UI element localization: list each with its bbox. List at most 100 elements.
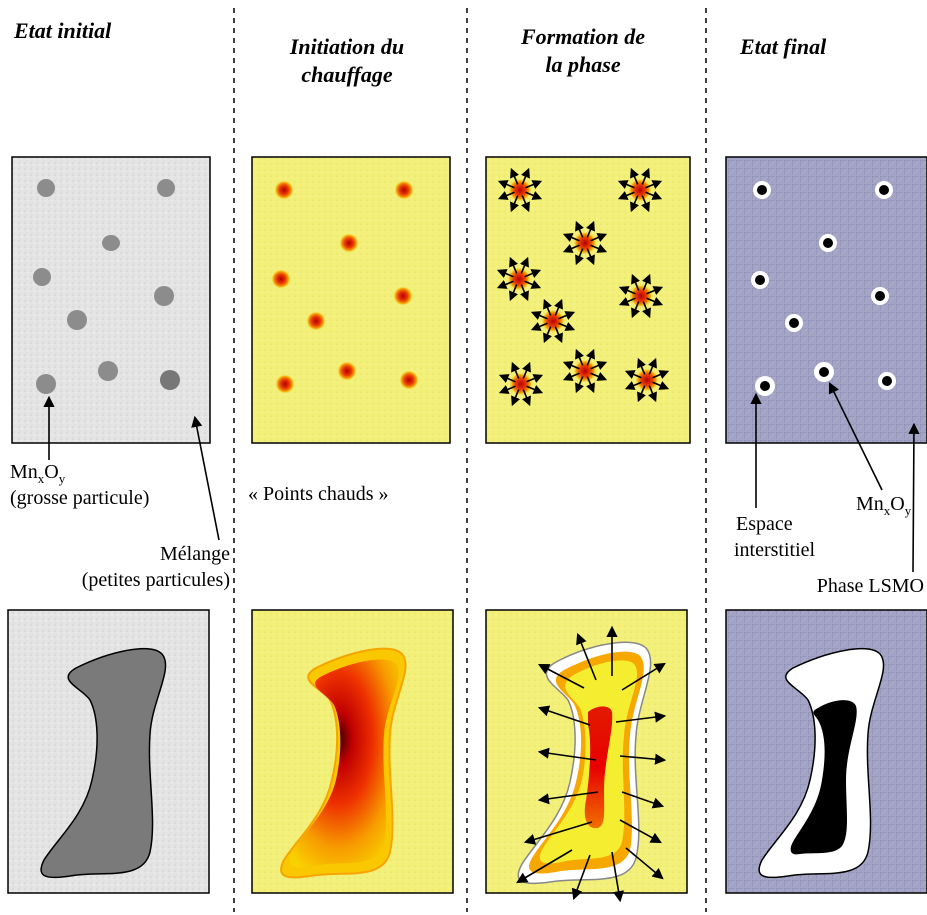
radiating-arrow [522,361,531,379]
label-petites-particules: (petites particules) [81,569,230,591]
radiating-arrow [554,326,563,344]
radiating-arrow [631,301,640,319]
radiating-arrow [526,385,544,394]
header-initiation-line1: Initiation du [289,34,405,59]
outward-arrow [615,711,667,723]
radiating-arrow [525,191,543,200]
outward-arrow [571,854,591,901]
radiating-arrow [652,381,670,390]
growing-spot [635,368,659,392]
outward-arrow [611,851,625,903]
radiating-arrow [522,389,531,407]
radiating-arrow [510,195,519,213]
radiating-arrow [520,256,529,274]
outward-arrow [538,663,585,689]
radiating-arrow [646,297,664,306]
radiating-arrow [543,326,552,344]
radiating-arrow [645,191,663,200]
radiating-arrow [496,280,514,289]
radiating-arrow [498,385,516,394]
panel-heating-bottom [251,609,454,894]
radiating-arrow [630,195,639,213]
radiating-arrow [526,374,544,383]
radiating-arrow [562,372,580,381]
outward-arrow [619,819,662,844]
radiating-arrow [586,220,595,238]
radiating-arrow [642,273,651,291]
radiating-arrow [648,357,657,375]
radiating-arrow [637,357,646,375]
radiating-arrow [631,273,640,291]
label-espace: Espace [736,513,793,535]
panel-formation-top [485,156,691,444]
radiating-arrow [497,191,515,200]
radiating-arrow [510,167,519,185]
radiating-arrow [543,298,552,316]
radiating-arrow [530,322,548,331]
radiating-arrow [642,301,651,319]
outward-arrows [516,625,667,903]
radiating-arrow [590,233,608,242]
radiating-arrow [590,361,608,370]
label-points-chauds: « Points chauds » [248,483,389,505]
radiating-arrow [648,385,657,403]
label-phase-lsmo: Phase LSMO [816,575,924,597]
outward-arrow [621,662,666,691]
radiating-arrow [562,233,580,242]
radiating-arrow [498,374,516,383]
outward-arrow [537,747,597,761]
radiating-arrow [525,180,543,189]
radiating-arrow [618,297,636,306]
radiating-arrow [521,195,530,213]
radiating-arrow [641,167,650,185]
radiating-arrow [645,180,663,189]
label-melange: Mélange [160,543,230,565]
radiating-arrow [558,311,576,320]
outward-arrow [619,753,667,765]
growing-spots [496,167,670,407]
radiating-arrow [554,298,563,316]
radiating-arrow [590,372,608,381]
header-initiation-line2: chauffage [301,62,393,87]
header-formation-line1: Formation de [520,24,646,49]
label-grosse-particule: (grosse particule) [10,487,150,509]
header-formation-line2: la phase [545,52,621,77]
final-particles [751,181,896,396]
radiating-arrow [558,322,576,331]
radiating-arrow [586,348,595,366]
radiating-arrow [646,286,664,295]
radiating-arrow [524,269,542,278]
radiating-arrow [562,244,580,253]
radiating-arrow [618,286,636,295]
growing-spot [629,284,653,308]
label-mnxoy-left: MnxOy [10,461,66,486]
growing-spot [573,359,597,383]
growing-spot [507,267,531,291]
panel-initial-bottom [7,609,210,894]
growing-spot [541,309,565,333]
radiating-arrow [524,280,542,289]
growing-spot [628,178,652,202]
radiating-arrow [562,361,580,370]
growing-spot [508,178,532,202]
radiating-arrow [617,191,635,200]
radiating-arrow [586,376,595,394]
label-interstitiel: interstitiel [734,539,816,561]
radiating-arrow [641,195,650,213]
radiating-arrow [586,248,595,266]
outward-arrow [576,632,597,681]
hot-spots [271,180,419,394]
panel-heating-top [251,156,451,444]
radiating-arrow [590,244,608,253]
particles-gray [33,179,180,394]
radiating-arrow [511,361,520,379]
radiating-arrow [509,256,518,274]
label-mnxoy-right: MnxOy [856,493,912,518]
outward-arrow [516,849,573,884]
radiating-arrow [617,180,635,189]
radiating-arrow [521,167,530,185]
header-etat-initial: Etat initial [14,18,112,43]
outward-arrow [625,847,664,880]
radiating-arrow [630,167,639,185]
radiating-arrow [496,269,514,278]
